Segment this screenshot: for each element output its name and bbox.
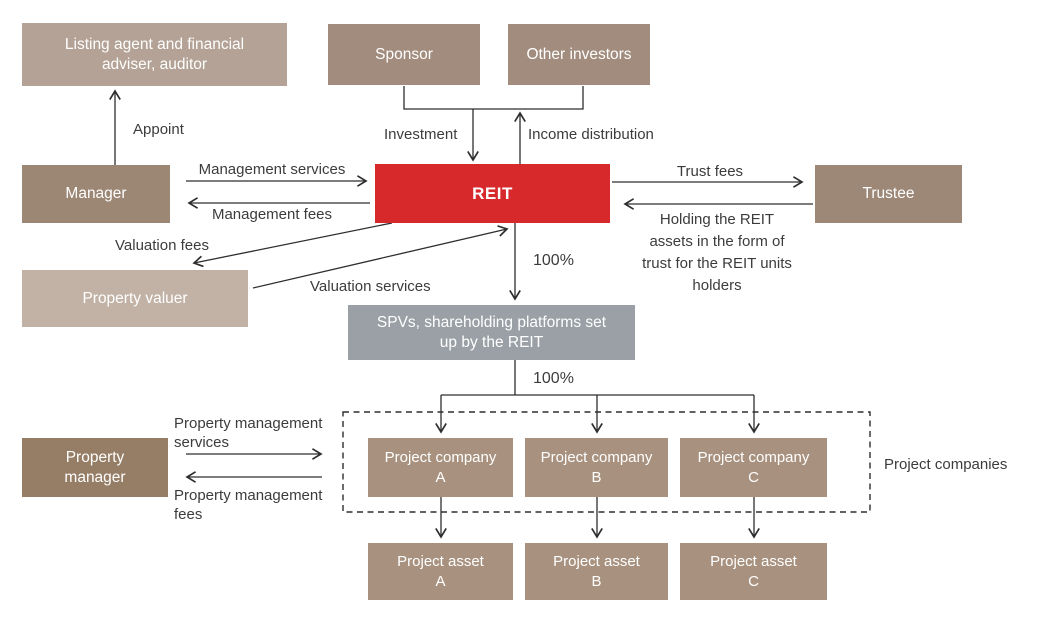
node-trustee: Trustee xyxy=(815,165,962,223)
label-property-management-fees: Property management fees xyxy=(174,487,323,523)
node-project-company-b-label: Project company B xyxy=(540,448,653,486)
label-investment: Investment xyxy=(384,126,458,143)
node-other-investors-label: Other investors xyxy=(526,45,632,63)
node-project-asset-b-label: Project asset B xyxy=(553,552,640,590)
node-property-manager-label: Property manager xyxy=(64,448,126,486)
node-property-valuer: Property valuer xyxy=(22,270,248,327)
label-management-services: Management services xyxy=(198,161,346,178)
node-spv-label: SPVs, shareholding platforms set up by t… xyxy=(376,313,607,351)
node-sponsor-label: Sponsor xyxy=(375,45,433,63)
label-management-fees: Management fees xyxy=(211,206,333,223)
node-reit: REIT xyxy=(375,164,610,223)
label-project-companies-group: Project companies xyxy=(884,456,1008,473)
label-income-distribution: Income distribution xyxy=(528,126,654,143)
node-manager-label: Manager xyxy=(65,185,127,202)
node-listing-agent: Listing agent and financial adviser, aud… xyxy=(22,23,287,86)
investors-connector-line xyxy=(403,86,584,110)
node-sponsor: Sponsor xyxy=(328,24,480,85)
label-valuation-fees: Valuation fees xyxy=(115,237,209,254)
node-project-asset-c: Project asset C xyxy=(680,543,827,600)
node-property-valuer-label: Property valuer xyxy=(82,289,188,307)
node-trustee-label: Trustee xyxy=(862,185,915,202)
label-property-management-services: Property management services xyxy=(174,415,323,451)
arrow-valuation-services xyxy=(252,225,509,289)
label-appoint: Appoint xyxy=(133,121,184,138)
node-project-company-b: Project company B xyxy=(525,438,668,497)
label-valuation-services: Valuation services xyxy=(310,278,431,295)
node-reit-label: REIT xyxy=(472,183,513,203)
label-trust-fees: Trust fees xyxy=(676,163,744,180)
node-other-investors: Other investors xyxy=(508,24,650,85)
node-project-company-c-label: Project company C xyxy=(697,448,810,486)
node-project-asset-b: Project asset B xyxy=(525,543,668,600)
label-reit-to-spv-pct: 100% xyxy=(533,252,574,269)
node-project-asset-c-label: Project asset C xyxy=(710,552,797,590)
node-project-company-a-label: Project company A xyxy=(384,448,497,486)
node-project-company-c: Project company C xyxy=(680,438,827,497)
node-spv: SPVs, shareholding platforms set up by t… xyxy=(348,305,635,360)
node-project-asset-a: Project asset A xyxy=(368,543,513,600)
node-property-manager: Property manager xyxy=(22,438,168,497)
label-trustee-role: Holding the REIT assets in the form of t… xyxy=(642,211,792,294)
arrow-valuation-fees xyxy=(192,222,393,268)
node-project-asset-a-label: Project asset A xyxy=(397,552,484,590)
node-listing-agent-label: Listing agent and financial adviser, aud… xyxy=(64,35,245,73)
node-project-company-a: Project company A xyxy=(368,438,513,497)
project-companies-dashed-group xyxy=(342,411,871,513)
node-manager: Manager xyxy=(22,165,170,223)
label-spv-to-companies-pct: 100% xyxy=(533,370,574,387)
